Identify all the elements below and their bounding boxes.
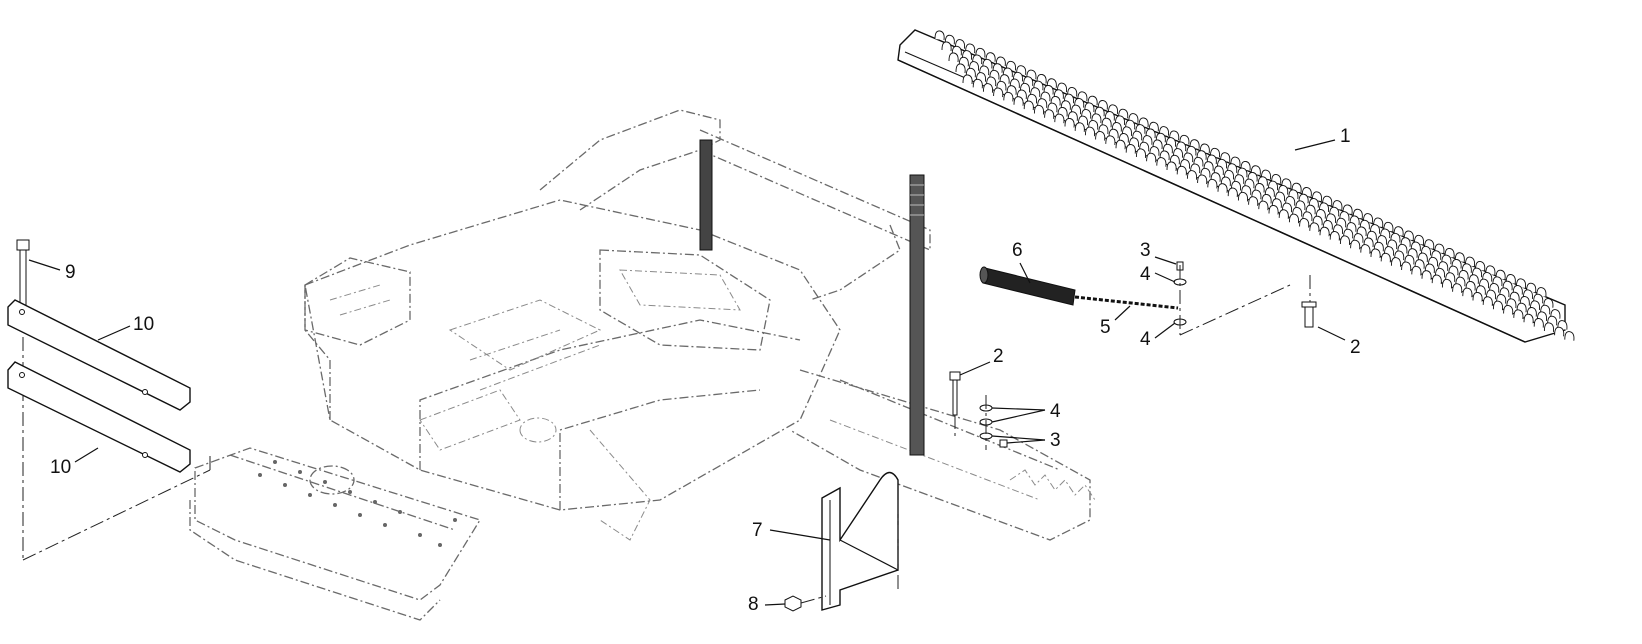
rear-spring [909, 174, 925, 456]
callout-9: 9 [65, 262, 76, 283]
rake-tine [1176, 165, 1187, 176]
rake-tine [1513, 309, 1524, 319]
chain [1074, 295, 1179, 310]
rake-tine [1268, 204, 1279, 215]
rake-tine [1543, 322, 1555, 333]
rake-tine [948, 52, 959, 63]
rake-tine [1166, 161, 1177, 172]
rake-tine [982, 83, 994, 93]
rake-hardware [1173, 261, 1317, 336]
rake-tine [1339, 235, 1351, 246]
rake-tine [1564, 331, 1575, 341]
callout-numbers: 1 2 3 4 4 5 6 2 4 3 7 8 9 10 10 [50, 126, 1361, 615]
callout-5: 5 [1100, 317, 1111, 338]
rake-tine [1288, 213, 1300, 224]
rake-tine [1401, 261, 1412, 272]
rake-tine [1329, 231, 1340, 241]
callout-1: 1 [1340, 126, 1351, 147]
rake-tine [1156, 157, 1167, 167]
rake-tine [962, 74, 973, 85]
rake-tine [1217, 183, 1228, 193]
rake-tine [1115, 139, 1126, 150]
rake-tine [1421, 270, 1432, 280]
front-spring [699, 139, 713, 251]
rake-tine [1431, 274, 1442, 285]
rake-tine [972, 78, 983, 89]
rake-tine [1237, 191, 1249, 202]
callout-2-rear: 2 [993, 346, 1004, 367]
rake-tine [1533, 318, 1544, 328]
rake-tine [1207, 178, 1218, 189]
rake-tine [1411, 265, 1422, 276]
rake-tine [1441, 278, 1453, 289]
rake-tine [1452, 283, 1463, 293]
rake-tine [1197, 174, 1208, 185]
rake-tine [1135, 148, 1147, 159]
bracket [821, 471, 899, 611]
rake-tine [1105, 135, 1116, 145]
rake-tine [1350, 239, 1361, 250]
rake-tine [1054, 113, 1065, 124]
footplate-holes [258, 460, 457, 547]
handle-grip [979, 266, 1076, 306]
rake-tine [1186, 170, 1198, 180]
rake-tine [1033, 104, 1045, 115]
callout-4-rake-top: 4 [1140, 264, 1151, 285]
rake-tine [1360, 244, 1371, 254]
rake-tine [1472, 291, 1483, 302]
callout-10-upper: 10 [133, 314, 154, 335]
rake-tine [941, 41, 952, 52]
rear-hardware [949, 371, 1008, 450]
callout-10-lower: 10 [50, 457, 71, 478]
rake-tine [1258, 200, 1269, 211]
callout-8: 8 [748, 594, 759, 615]
rake-tine [993, 87, 1004, 98]
rake-tines [934, 30, 1575, 341]
rake-tine [1390, 257, 1402, 267]
rake-tine [1278, 209, 1289, 219]
rake-tine [1503, 305, 1514, 315]
rake-tine [1146, 152, 1157, 163]
rake-tine [1482, 296, 1493, 306]
mower-frame-phantom [189, 109, 1096, 621]
leader-lines [28, 139, 1346, 606]
rake-tine [1554, 326, 1565, 337]
rake-tine [1095, 131, 1106, 141]
rake-tine [1462, 287, 1473, 298]
pad-upper [7, 299, 191, 411]
rake-tine [1125, 144, 1136, 154]
rake-tine [1380, 252, 1391, 263]
rake-tine [1074, 122, 1085, 132]
rake-tine [1309, 222, 1320, 232]
rake-tine [1084, 126, 1096, 137]
rake-tine [1299, 218, 1310, 228]
callout-4-rear: 4 [1050, 401, 1061, 422]
rake-tine [1492, 300, 1504, 311]
callout-3-rear: 3 [1050, 430, 1061, 451]
callout-7: 7 [752, 520, 763, 541]
rake-tine [1523, 313, 1534, 324]
callout-4-rake-bottom: 4 [1140, 329, 1151, 350]
rake-tine [1319, 226, 1330, 237]
rake-tine [1023, 100, 1034, 111]
callout-6: 6 [1012, 240, 1023, 261]
pad-lower [7, 361, 191, 473]
rake-tine [934, 30, 945, 41]
rake-tine [1248, 196, 1259, 206]
callout-3-rake: 3 [1140, 240, 1151, 261]
rake-tine [1044, 109, 1055, 119]
bolt [16, 239, 30, 560]
rake-tine [1370, 248, 1381, 259]
nut [784, 595, 827, 612]
callout-2-rake: 2 [1350, 337, 1361, 358]
rake-tine [1064, 117, 1075, 128]
pad-centerline [22, 455, 211, 561]
rake-tine [1013, 96, 1024, 106]
rake-tine [955, 63, 966, 74]
rake-tine [1227, 187, 1238, 198]
rake-tine [1003, 91, 1014, 102]
